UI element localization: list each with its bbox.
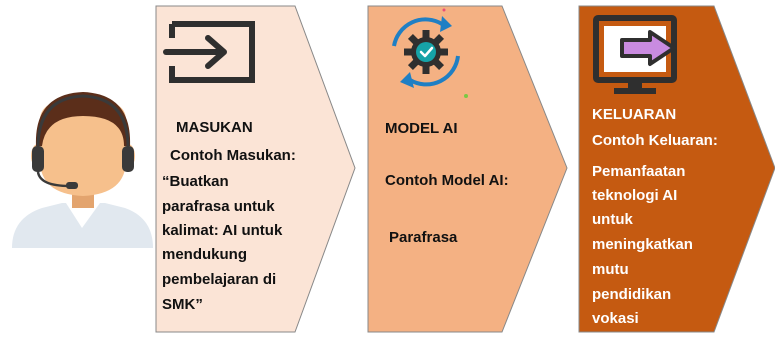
output-example-line: meningkatkan — [592, 236, 693, 253]
input-chevron — [155, 5, 356, 333]
input-example-line: mendukung — [162, 246, 247, 263]
headset-user-icon — [12, 92, 153, 248]
input-arrow-icon — [163, 21, 255, 83]
output-title: KELUARAN — [592, 106, 677, 123]
output-example-line: mutu — [592, 261, 629, 278]
output-example-line: pendidikan — [592, 286, 672, 303]
model-subtitle: Contoh Model AI: — [385, 172, 509, 189]
output-example-line: teknologi AI — [592, 187, 678, 204]
input-example-line: pembelajaran di — [162, 271, 277, 288]
output-example-line: untuk — [592, 211, 633, 228]
model-chevron — [367, 5, 568, 333]
monitor-output-icon — [593, 15, 677, 94]
output-example-line: vokasi — [592, 310, 639, 327]
input-example-line: parafrasa untuk — [162, 198, 275, 215]
input-example-line: SMK” — [162, 296, 203, 313]
input-example-line: kalimat: AI untuk — [162, 222, 283, 239]
input-title: MASUKAN — [176, 119, 253, 136]
model-title: MODEL AI — [385, 120, 458, 137]
input-example-line: “Buatkan — [162, 173, 229, 190]
gear-cycle-icon — [392, 8, 468, 98]
input-subtitle: Contoh Masukan: — [170, 147, 296, 164]
output-example-line: Pemanfaatan — [592, 163, 686, 180]
output-subtitle: Contoh Keluaran: — [592, 132, 718, 149]
model-value: Parafrasa — [389, 229, 458, 246]
